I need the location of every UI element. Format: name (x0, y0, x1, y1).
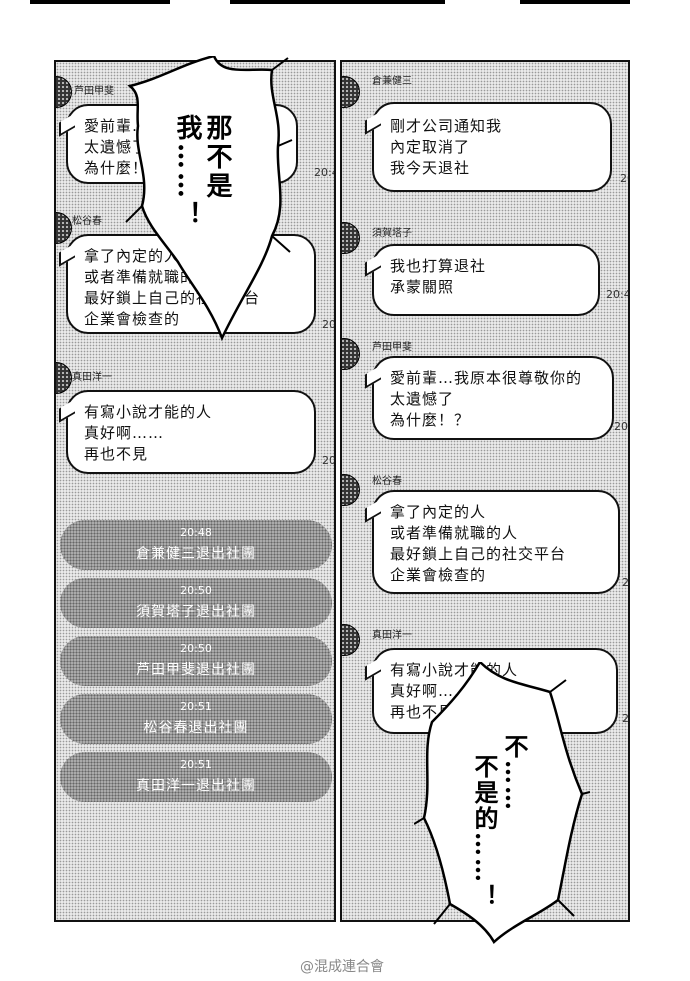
avatar (56, 212, 72, 244)
message-line: 內定取消了 (390, 138, 471, 156)
message-line: 企業會檢查的 (390, 566, 487, 584)
shout-outline (125, 56, 293, 342)
message-time: 20:4 (606, 288, 630, 301)
sender-name: 松谷春 (372, 476, 402, 487)
top-border-segment (230, 0, 445, 4)
message-time: 20 (620, 172, 628, 185)
shout-text: 不…… (500, 734, 529, 812)
shout-outline (414, 662, 590, 944)
message-line: 最好鎖上自己的社交平台 (390, 545, 567, 563)
message-time: 20 (614, 420, 628, 433)
message-line: 拿了內定的人 (390, 503, 487, 521)
event-time: 20:51 (180, 758, 212, 771)
message-bubble: 拿了內定的人 或者準備就職的人 最好鎖上自己的社交平台 企業會檢查的 (372, 490, 620, 594)
watermark-text: @混成連合會 (300, 959, 384, 975)
event-text: 須賀塔子退出社團 (136, 604, 256, 620)
sender-name: 真田洋一 (372, 630, 412, 641)
event-text: 芦田甲斐退出社團 (136, 662, 256, 678)
system-event: 20:51 松谷春退出社團 (60, 694, 332, 744)
sender-name: 芦田甲斐 (74, 86, 114, 97)
message-line: 為什麼！？ (390, 411, 471, 429)
message-line: 太遺憾了 (84, 138, 149, 156)
event-time: 20:50 (180, 584, 212, 597)
system-event: 20:50 芦田甲斐退出社團 (60, 636, 332, 686)
shout-bubble-right: 不…… 不是的……！ (414, 662, 590, 944)
message-bubble: 剛才公司通知我 內定取消了 我今天退社 (372, 102, 612, 192)
shout-bubble-left: 那不是我……！ (122, 56, 294, 346)
system-event: 20:48 倉兼健三退出社團 (60, 520, 332, 570)
message-line: 或者準備就職的人 (84, 268, 213, 286)
message-line: 愛前輩…我原本很尊敬你的 (390, 369, 583, 387)
sender-name: 倉兼健三 (372, 76, 412, 87)
event-text: 松谷春退出社團 (143, 720, 249, 736)
system-event: 20:51 真田洋一退出社團 (60, 752, 332, 802)
message-line: 我今天退社 (390, 159, 471, 177)
avatar (342, 222, 360, 254)
avatar (342, 76, 360, 108)
top-border-segment (30, 0, 170, 4)
sender-name: 真田洋一 (72, 372, 112, 383)
event-time: 20:48 (180, 526, 212, 539)
message-line: 再也不見 (84, 445, 149, 463)
message-bubble: 我也打算退社 承蒙關照 (372, 244, 600, 316)
message-time: 20 (322, 454, 336, 467)
sender-name: 芦田甲斐 (372, 342, 412, 353)
message-line: 真好啊…… (390, 682, 471, 700)
sender-name: 松谷春 (72, 216, 102, 227)
message-line: 我也打算退社 (390, 257, 487, 275)
message-time: 20:4 (314, 166, 334, 179)
top-border-segment (520, 0, 630, 4)
message-time: 20 (322, 318, 336, 331)
sender-name: 須賀塔子 (372, 228, 412, 239)
message-time: 2 (622, 576, 629, 589)
event-text: 真田洋一退出社團 (136, 778, 256, 794)
message-line: 太遺憾了 (390, 390, 455, 408)
message-line: 真好啊…… (84, 424, 165, 442)
message-line: 有寫小說才能的人 (84, 403, 213, 421)
message-line: 承蒙關照 (390, 278, 455, 296)
avatar (56, 362, 72, 394)
system-event: 20:50 須賀塔子退出社團 (60, 578, 332, 628)
event-time: 20:50 (180, 642, 212, 655)
event-text: 倉兼健三退出社團 (136, 546, 256, 562)
message-line: 剛才公司通知我 (390, 117, 503, 135)
event-time: 20:51 (180, 700, 212, 713)
avatar (342, 624, 360, 656)
avatar (342, 474, 360, 506)
shout-text: 那不是我……！ (172, 114, 232, 230)
message-time: 2 (622, 712, 629, 725)
message-line: 企業會檢查的 (84, 310, 181, 328)
message-line: 或者準備就職的人 (390, 524, 519, 542)
avatar (342, 338, 360, 370)
message-bubble: 有寫小說才能的人 真好啊…… 再也不見 (66, 390, 316, 474)
avatar (56, 76, 72, 108)
message-bubble: 愛前輩…我原本很尊敬你的 太遺憾了 為什麼！？ (372, 356, 614, 440)
message-line: 拿了內定的人 (84, 247, 181, 265)
shout-text: 不是的……！ (470, 754, 499, 910)
